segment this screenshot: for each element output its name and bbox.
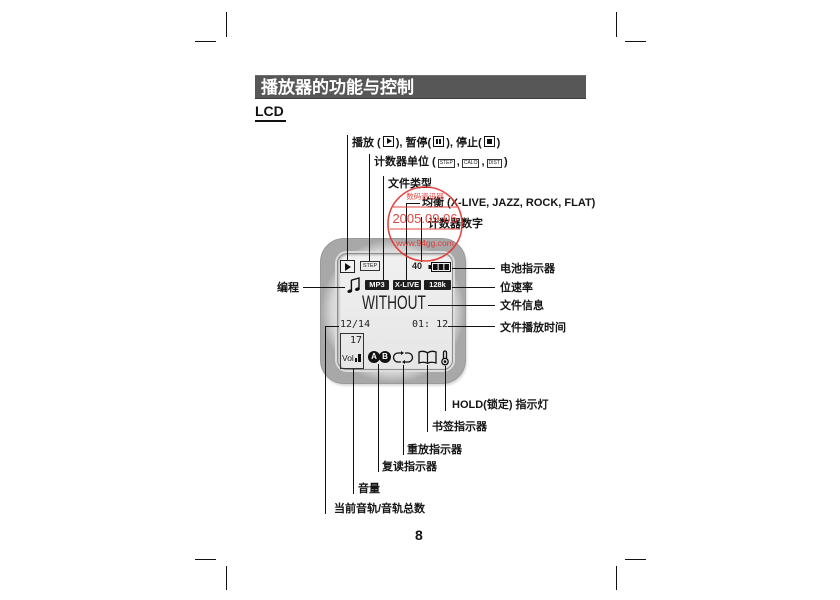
lcd-track-counter: 12/14 xyxy=(340,319,371,330)
lcd-volume-row: Vol xyxy=(342,353,361,364)
lcd-volume-box xyxy=(340,333,364,369)
ab-repeat-a: A xyxy=(368,351,380,363)
label-counter-unit: 计数器单位 (STEP,CALO,DIST) xyxy=(374,155,508,169)
lcd-volume-label: Vol xyxy=(342,353,354,363)
lcd-bitrate-badge: 128k xyxy=(424,280,451,290)
pause-icon xyxy=(433,136,445,147)
label-battery: 电池指示器 xyxy=(500,263,555,275)
lcd-play-time: 01: 12 xyxy=(412,319,449,330)
volume-bars-icon xyxy=(354,354,361,362)
lcd-counter-value: 40 xyxy=(412,261,423,271)
battery-segment xyxy=(433,264,438,270)
stop-icon xyxy=(483,136,495,147)
label-play-time: 文件播放时间 xyxy=(500,322,566,334)
page-number: 8 xyxy=(415,527,423,543)
label-file-info: 文件信息 xyxy=(500,300,544,312)
label-separator: , xyxy=(481,156,485,168)
label-pause-text: ), 暂停( xyxy=(395,137,432,149)
label-close-paren: ) xyxy=(496,137,501,149)
label-bookmark: 书签指示器 xyxy=(432,421,487,433)
label-repeat: 重放指示器 xyxy=(407,444,462,456)
battery-segment xyxy=(438,264,444,270)
counter-unit-calorie: CALO xyxy=(461,159,480,168)
label-ab-repeat: 复读指示器 xyxy=(382,461,437,473)
bookmark-icon xyxy=(418,350,437,364)
label-stop-text: ), 停止( xyxy=(446,137,482,149)
battery-icon xyxy=(428,262,451,272)
battery-level xyxy=(433,264,449,270)
music-note-icon xyxy=(347,277,360,294)
label-hold: HOLD(锁定) 指示灯 xyxy=(452,399,549,411)
ab-repeat-b: B xyxy=(379,351,391,363)
counter-unit-distance: DIST xyxy=(486,159,502,168)
lcd-volume-value: 17 xyxy=(350,335,363,346)
label-separator: , xyxy=(456,156,460,168)
section-header-bar: 播放器的功能与控制 xyxy=(255,75,586,99)
label-counter-unit-text: 计数器单位 ( xyxy=(374,156,436,168)
lcd-screen xyxy=(337,253,453,370)
label-volume: 音量 xyxy=(358,483,380,495)
watermark-stamp: 数码资讯网 2005.09.06 www.94gg.com xyxy=(387,186,463,262)
label-counter-digits: 计数器数字 xyxy=(428,218,483,230)
lcd-file-type-badge: MP3 xyxy=(365,280,389,290)
label-program: 编程 xyxy=(277,282,299,294)
stamp-top-text: 数码资讯网 xyxy=(406,191,444,201)
lcd-file-info: WITHOUT xyxy=(362,293,426,314)
lcd-counter-unit-badge: STEP xyxy=(360,261,380,271)
ab-repeat-icon: A B xyxy=(368,351,391,363)
label-close-paren: ) xyxy=(503,156,508,168)
battery-segment xyxy=(444,264,449,270)
lcd-subheading: LCD xyxy=(255,103,286,122)
label-equalizer: 均衡 (X-LIVE, JAZZ, ROCK, FLAT) xyxy=(422,197,596,209)
stamp-url: www.94gg.com xyxy=(395,238,454,248)
lcd-eq-badge: X-LIVE xyxy=(393,280,421,290)
label-track: 当前音轨/音轨总数 xyxy=(334,503,426,515)
stamp-date: 2005.09.06 xyxy=(392,211,457,226)
lock-icon xyxy=(441,350,449,366)
lcd-play-icon xyxy=(340,260,355,273)
counter-unit-step: STEP xyxy=(437,159,455,168)
repeat-icon xyxy=(392,351,414,364)
play-icon xyxy=(382,136,394,147)
label-bitrate: 位速率 xyxy=(500,282,533,294)
section-header-title: 播放器的功能与控制 xyxy=(261,78,414,97)
label-play-text: 播放 ( xyxy=(352,137,381,149)
label-play-pause-stop: 播放 ( ), 暂停( ), 停止() xyxy=(352,136,500,150)
